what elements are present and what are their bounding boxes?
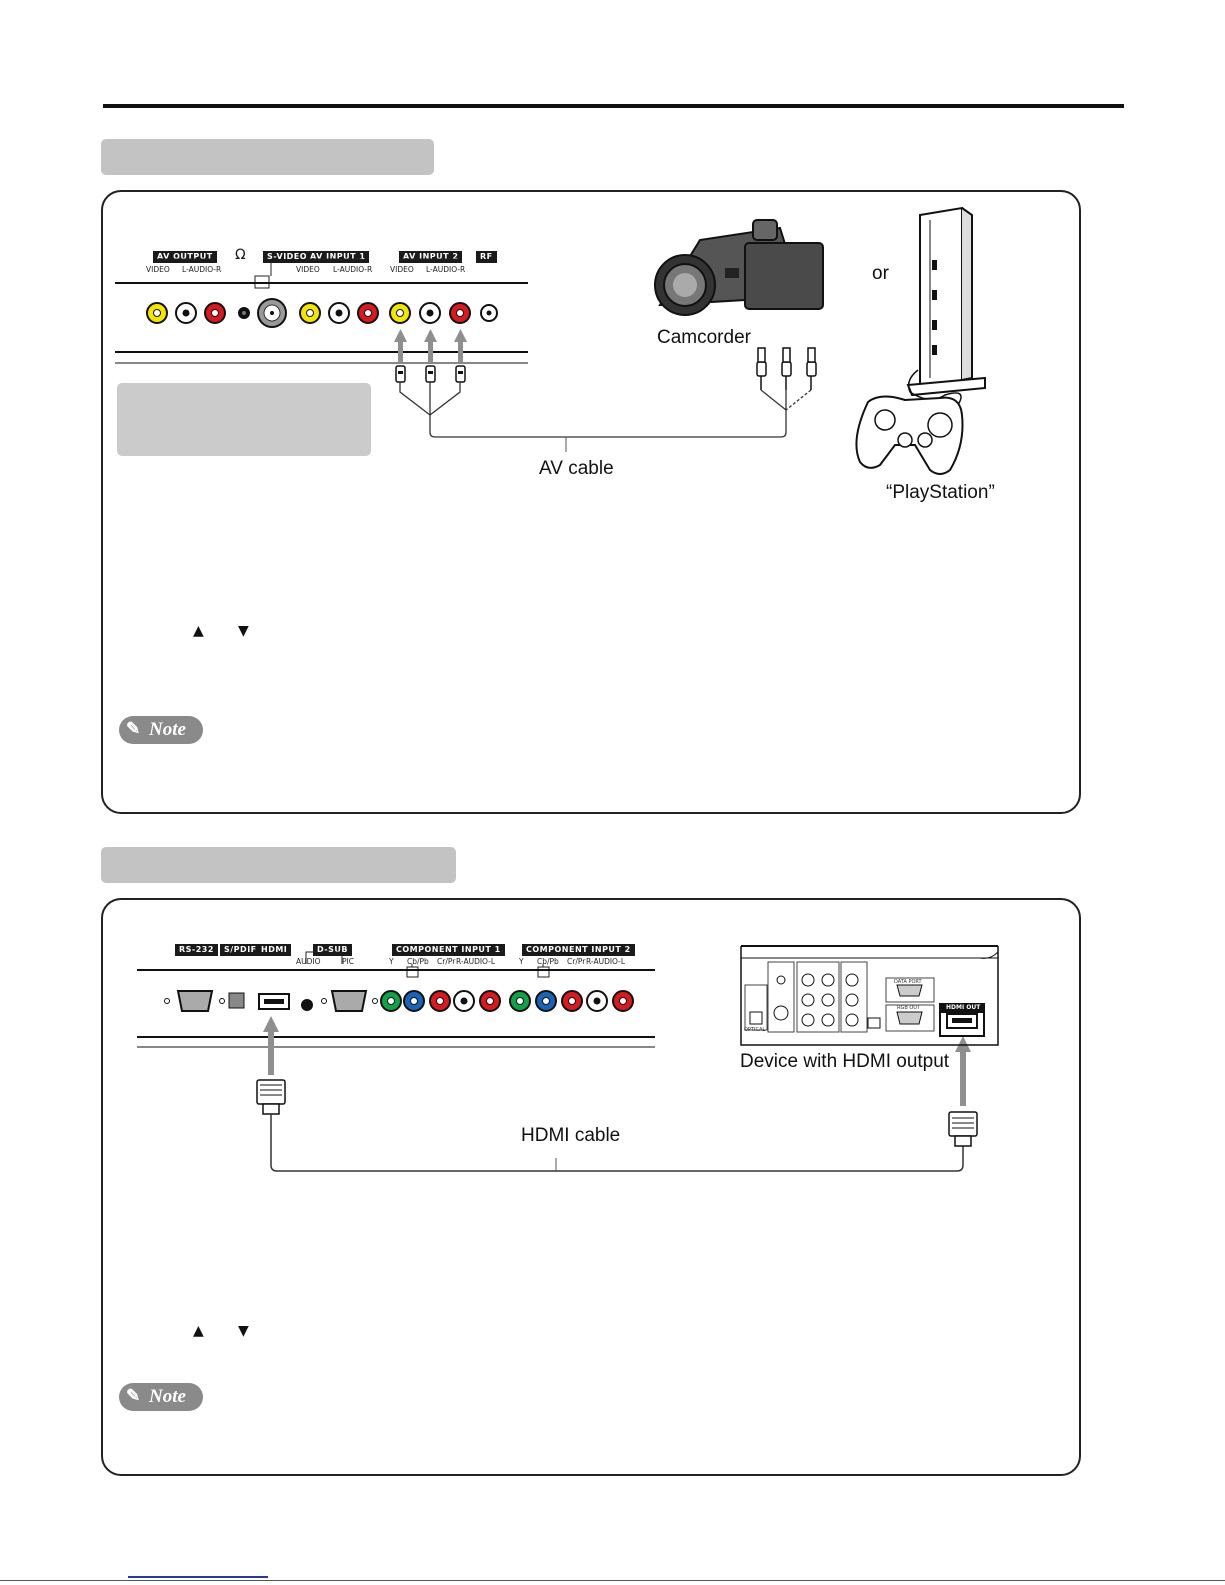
rs232-label: RS-232 [175, 944, 218, 956]
section2-panel [101, 898, 1081, 1476]
input-source-box [117, 383, 371, 456]
audio-sublabel: L-AUDIO-R [333, 265, 373, 274]
footer-link-underline[interactable] [128, 1576, 268, 1578]
av-cable-caption: AV cable [539, 458, 614, 479]
hdmi-out-label: HDMI OUT [946, 1004, 981, 1011]
paperclip-icon: ✎ [126, 719, 141, 738]
av-output-label: AV OUTPUT [153, 251, 217, 263]
hdmi-label: HDMI [257, 944, 292, 956]
cr-sublabel: Cr/Pr [437, 957, 456, 966]
or-caption: or [872, 263, 889, 284]
video-sublabel: VIDEO [390, 265, 414, 274]
device-caption: Device with HDMI output [740, 1051, 950, 1072]
s-video-label: S-VIDEO [263, 251, 312, 263]
audio-sublabel: L-AUDIO-R [182, 265, 222, 274]
component-input2-label: COMPONENT INPUT 2 [522, 944, 635, 956]
audio-sublabel: R-AUDIO-L [586, 957, 626, 966]
headphone-icon: Ω [235, 247, 246, 263]
data-port-label: DATA PORT [894, 979, 922, 985]
note-label: Note [149, 1386, 186, 1407]
footer-rule [0, 1580, 1225, 1581]
y-sublabel: Y [519, 957, 524, 966]
note-badge: ✎ Note [119, 716, 203, 744]
section1-panel [101, 190, 1081, 814]
cb-sublabel: Cb/Pb [537, 957, 559, 966]
audio-sublabel: L-AUDIO-R [426, 265, 466, 274]
optical-label: OPTICAL [744, 1027, 766, 1033]
rf-label: RF [476, 251, 497, 263]
cb-sublabel: Cb/Pb [407, 957, 429, 966]
note-badge: ✎ Note [119, 1383, 203, 1411]
note-label: Note [149, 719, 186, 740]
section2-title-tab [101, 847, 456, 883]
pic-sublabel: PIC [342, 957, 354, 966]
up-arrow-icon: ▲ [193, 623, 204, 639]
av-input2-label: AV INPUT 2 [399, 251, 463, 263]
down-arrow-icon: ▼ [238, 1323, 249, 1339]
spdif-label: S/PDIF [220, 944, 261, 956]
video-sublabel: VIDEO [146, 265, 170, 274]
camcorder-caption: Camcorder [657, 327, 751, 348]
paperclip-icon: ✎ [126, 1386, 141, 1405]
audio-sublabel: AUDIO [296, 957, 321, 966]
section1-title-tab [101, 139, 434, 175]
cr-sublabel: Cr/Pr [567, 957, 586, 966]
audio-sublabel: R-AUDIO-L [456, 957, 496, 966]
down-arrow-icon: ▼ [238, 623, 249, 639]
rgb-out-label: RGB OUT [897, 1005, 921, 1011]
video-sublabel: VIDEO [296, 265, 320, 274]
up-arrow-icon: ▲ [193, 1323, 204, 1339]
component-input1-label: COMPONENT INPUT 1 [392, 944, 505, 956]
av-input1-label: AV INPUT 1 [306, 251, 370, 263]
y-sublabel: Y [389, 957, 394, 966]
dsub-label: D-SUB [313, 944, 352, 956]
hdmi-cable-caption: HDMI cable [521, 1125, 621, 1146]
playstation-caption: “PlayStation” [886, 482, 995, 503]
header-rule [103, 104, 1124, 108]
